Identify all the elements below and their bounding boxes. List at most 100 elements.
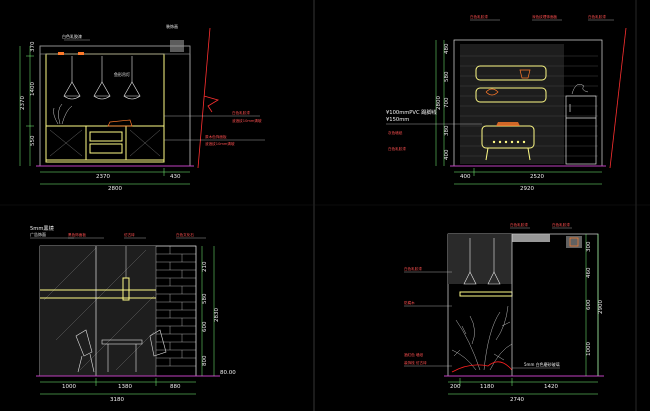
- elevation-top-left: 370 1400 550 2370 2370 430 2800 白色乳胶漆 鱼形…: [19, 23, 265, 192]
- width-dim: 880: [170, 384, 181, 390]
- ceiling-tile: [170, 40, 184, 52]
- floating-shelf: [475, 87, 547, 103]
- note: 仿古砖: [124, 232, 135, 237]
- pendant-lamp: [122, 277, 130, 301]
- brick-column: [155, 245, 197, 377]
- note: 白色乳胶漆: [404, 266, 422, 271]
- glass-note: 5mm 白色磨砂玻璃: [524, 361, 560, 367]
- branch-base: [451, 361, 513, 373]
- note: 装饰枝 仿古砖: [404, 360, 427, 365]
- total-height-dim: 2830: [214, 308, 220, 322]
- width-dim: 430: [170, 174, 181, 180]
- floor-dim: 80.00: [220, 370, 236, 376]
- note: 白色乳胶漆: [510, 222, 528, 227]
- note: 黑色饰面板: [68, 232, 86, 237]
- elevation-bottom-left: 210 580 600 800 2830 80.00 1000 1380 880…: [30, 224, 236, 403]
- total-height-dim: 2800: [436, 96, 442, 110]
- height-dim: 460: [586, 267, 592, 278]
- light-marker: [78, 52, 84, 55]
- console-decor: [496, 122, 520, 126]
- ceiling-soffit: [39, 45, 191, 55]
- counter-decor: [107, 119, 133, 127]
- height-dim: 400: [444, 149, 450, 160]
- note: 白色乳胶漆: [470, 14, 488, 19]
- width-dim: 2370: [96, 174, 110, 180]
- wall-tile: [569, 237, 579, 247]
- pendant-lights: [63, 56, 141, 100]
- elevation-top-right: 480 580 700 380 400 2800 400 2520 2920 ¥…: [386, 14, 627, 192]
- height-dim: 600: [202, 321, 208, 332]
- height-dim: 480: [444, 43, 450, 54]
- elevation-tl-outline: [39, 45, 191, 167]
- break-line: [197, 27, 219, 169]
- ceiling-bulkhead: [512, 234, 550, 242]
- dining-set: [75, 329, 167, 373]
- black-mirror-panel: [40, 246, 156, 376]
- sideboard-drawer: [89, 143, 123, 154]
- height-dim: 580: [202, 293, 208, 304]
- console-leg: [485, 147, 489, 161]
- total-width-dim: 3180: [110, 397, 124, 403]
- width-dim: 1180: [480, 384, 494, 390]
- pvc-note-2: ¥150mm: [386, 117, 409, 123]
- sideboard-cabinet: [45, 125, 165, 161]
- top-note: 5mm黑镜: [30, 224, 54, 232]
- height-dim: 580: [444, 71, 450, 82]
- width-dim: 2520: [530, 174, 544, 180]
- ceiling-block: [448, 234, 512, 284]
- note: 白色乳胶漆: [232, 110, 250, 115]
- elevation-tl-niche: [45, 53, 165, 163]
- note: 波浪纹10mm清玻: [232, 118, 262, 123]
- height-dim: 700: [444, 97, 450, 108]
- height-dim: 600: [586, 299, 592, 310]
- width-dim: 1380: [118, 384, 132, 390]
- total-width-dim: 2800: [108, 186, 122, 192]
- height-dim: 800: [202, 355, 208, 366]
- width-dim: 400: [460, 174, 471, 180]
- sideboard-drawer: [89, 131, 123, 142]
- mirror-hatch: [43, 247, 155, 371]
- note: 酒红色 墙纸: [404, 352, 424, 357]
- note: 白色乳胶漆: [588, 14, 606, 19]
- break-line: [609, 27, 627, 169]
- total-width-dim: 2920: [520, 186, 534, 192]
- note: 波浪纹10mm清玻: [205, 141, 235, 146]
- height-dim: 1400: [30, 82, 36, 96]
- shelf-ledge: [459, 291, 513, 297]
- console-dots: [492, 140, 526, 144]
- floating-shelf: [475, 65, 547, 81]
- width-dim: 1000: [62, 384, 76, 390]
- total-height-dim: 2900: [598, 300, 604, 314]
- console-leg: [527, 147, 531, 161]
- note: 灰色墙纸: [388, 130, 403, 135]
- height-dim: 1000: [586, 342, 592, 356]
- total-width-dim: 2740: [510, 397, 524, 403]
- note: 防腐木: [404, 300, 415, 305]
- shelf-decor: [485, 88, 499, 96]
- note: 装饰画: [166, 23, 178, 29]
- top-note-2: 广告饰面: [30, 231, 46, 237]
- pvc-note: ¥100mmPVC 踢脚线: [386, 108, 437, 116]
- note: 深色纹理饰面板: [532, 14, 558, 19]
- elevation-bottom-right: 300 460 600 1000 2900 200 1180 1420 2740…: [404, 222, 604, 403]
- note: 白色文化石: [176, 232, 194, 237]
- note: 白色乳胶漆: [552, 222, 570, 227]
- sideboard-hatch: [49, 129, 161, 157]
- pendant-lights: [463, 238, 501, 285]
- width-dim: 200: [450, 384, 461, 390]
- note: 原木色饰面板: [205, 134, 227, 139]
- note: 白色乳胶漆: [62, 33, 82, 39]
- plant-decor: [53, 103, 73, 125]
- light-marker: [58, 52, 64, 55]
- refrigerator: [565, 95, 597, 165]
- height-dim: 210: [202, 261, 208, 272]
- height-dim: 370: [30, 41, 36, 52]
- height-dim: 300: [586, 241, 592, 252]
- shelf-decor: [519, 69, 531, 79]
- plant-decor: [571, 84, 589, 95]
- note: 白色乳胶漆: [388, 146, 406, 151]
- total-height-dim: 2370: [20, 96, 26, 110]
- wall-panel: [460, 44, 564, 164]
- height-dim: 550: [30, 135, 36, 146]
